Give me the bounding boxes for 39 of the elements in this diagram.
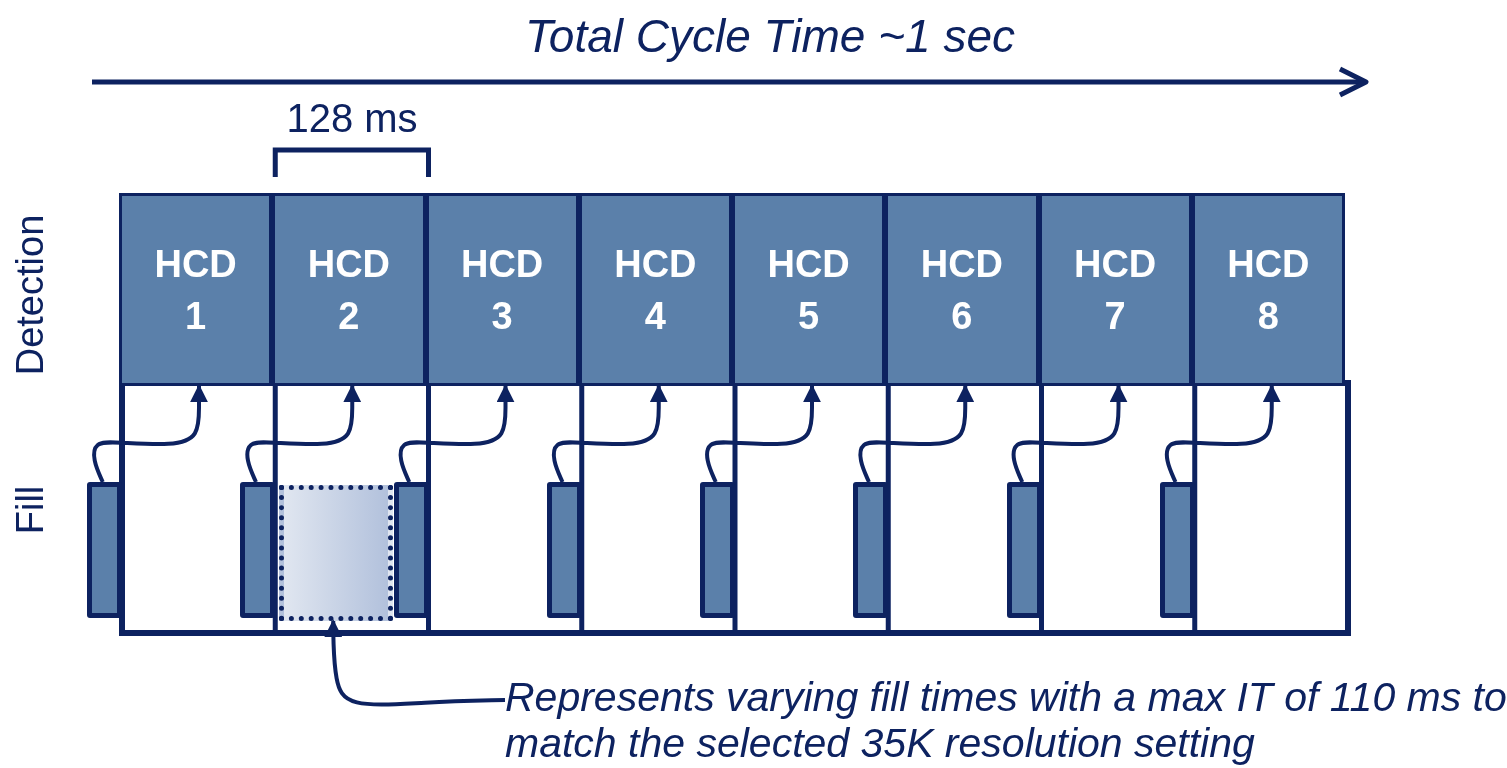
arrow [1164,384,1281,483]
box-label: HCD 4 [613,241,698,339]
detection-box [1038,193,1192,386]
title: Total Cycle Time ~1 sec [525,9,1015,63]
detection-box [578,193,732,386]
callout-note: Represents varying fill times with a max IT of 110 ms to match the selected 35K resolution setting [505,674,1507,766]
fill-bar [700,482,735,618]
detection-box [425,193,579,386]
box-label: HCD 1 [153,241,238,339]
fill-bar [240,482,276,618]
dimension-label: 128 ms [286,95,418,141]
box-label: HCD 2 [306,241,392,339]
arrow [92,384,208,483]
arrow [398,384,515,483]
fill-bar [546,482,582,618]
row-label: Fill [8,485,52,535]
box-label: HCD 6 [919,241,1005,339]
detection-box [1191,193,1345,386]
fill-bar [1006,482,1042,618]
arrow [1011,384,1128,483]
arrow [551,384,668,483]
box-label: HCD 8 [1226,241,1311,339]
row-label: Detection [8,214,52,376]
leader-line [324,619,506,707]
fill-bar [87,482,122,618]
fill-bar [1159,482,1195,618]
fill-bar [393,482,429,618]
fill-bar [853,482,889,618]
box-label: HCD 5 [766,241,851,339]
box-label: HCD 3 [459,241,545,339]
detection-box [272,193,426,386]
detection-box [885,193,1039,386]
box-label: HCD 7 [1072,241,1158,339]
detection-box [732,193,886,386]
detection-box [119,193,273,386]
arrow [705,384,821,483]
fill-time-box [279,485,393,621]
arrow [245,384,362,483]
arrow [858,384,975,483]
